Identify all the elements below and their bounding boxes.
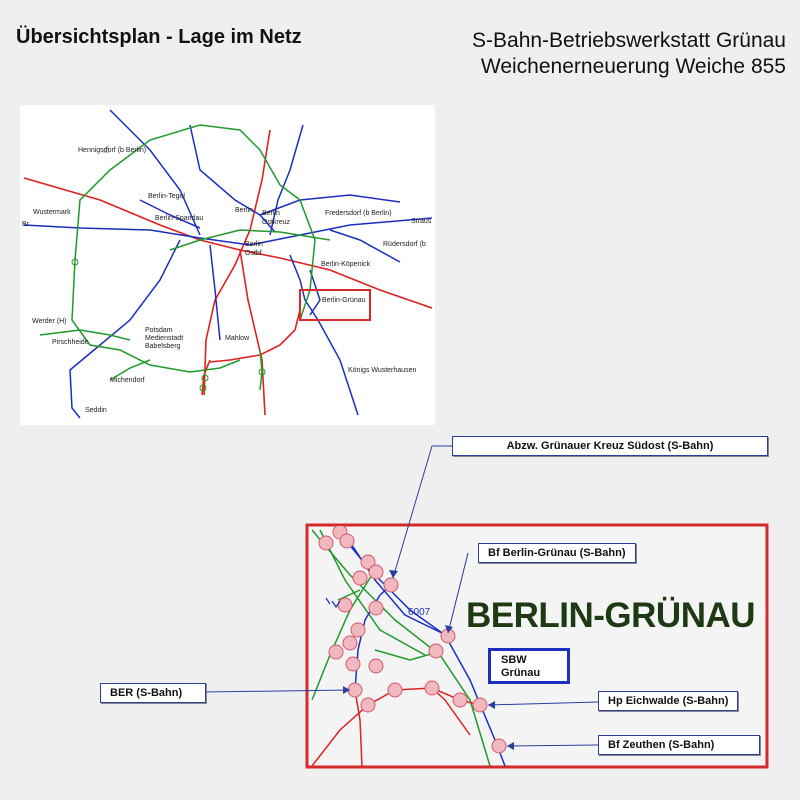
green-track-lines bbox=[39, 124, 331, 391]
callout-leaders bbox=[204, 445, 599, 747]
callout-abzw-gruenauer-kreuz: Abzw. Grünauer Kreuz Südost (S-Bahn) bbox=[452, 436, 768, 456]
callout-arrowheads bbox=[343, 570, 514, 750]
label-berlin-gruenau: Berlin-Grünau bbox=[322, 297, 366, 304]
project-title-line1: S-Bahn-Betriebswerkstatt Grünau bbox=[472, 29, 786, 52]
label-berlin-ostbf-1: Berlin bbox=[245, 241, 263, 248]
label-koenigs-wusterhausen: Königs Wusterhausen bbox=[348, 367, 416, 374]
label-edge-west: Br bbox=[22, 221, 30, 228]
label-strausberg: Straus bbox=[411, 218, 432, 225]
label-berlin-ostbf-2: Ostbf bbox=[245, 250, 262, 257]
label-fredersdorf: Fredersdorf (b Berlin) bbox=[325, 210, 392, 217]
label-ostkreuz: Ostkreuz bbox=[262, 219, 291, 226]
label-werder: Werder (H) bbox=[32, 318, 66, 325]
label-potsdam-3: Babelsberg bbox=[145, 343, 181, 350]
label-michendorf: Michendorf bbox=[110, 377, 145, 384]
overview-map-background bbox=[20, 105, 435, 425]
label-seddin: Seddin bbox=[85, 407, 107, 414]
label-pirschheide: Pirschheide bbox=[52, 339, 89, 346]
detail-map-frame bbox=[305, 523, 769, 769]
detail-map-title: BERLIN-GRÜNAU bbox=[466, 596, 756, 635]
label-hennigsdorf: Hennigsdorf (b Berlin) bbox=[78, 147, 146, 154]
station-markers bbox=[71, 258, 266, 392]
label-berlin-center: Berlin bbox=[262, 210, 280, 217]
track-number-label: 6007 bbox=[408, 607, 431, 618]
sbw-box-line2: Grünau bbox=[501, 667, 541, 679]
callout-bf-berlin-gruenau: Bf Berlin-Grünau (S-Bahn) bbox=[478, 543, 636, 563]
label-wustermark: Wustermark bbox=[33, 209, 71, 216]
hand-cursor-icon: ☝ bbox=[103, 144, 110, 156]
project-title: S-Bahn-Betriebswerkstatt Grünau Weichene… bbox=[472, 28, 786, 80]
sbw-gruenau-box: SBW Grünau bbox=[488, 648, 570, 684]
blue-track-lines bbox=[23, 109, 433, 419]
gruenau-highlight-box bbox=[299, 289, 371, 321]
callout-bf-zeuthen: Bf Zeuthen (S-Bahn) bbox=[598, 735, 760, 755]
label-berlin-koepenick: Berlin-Köpenick bbox=[321, 261, 371, 268]
label-berlin-tegel: Berlin-Tegel bbox=[148, 193, 185, 200]
callout-hp-eichwalde: Hp Eichwalde (S-Bahn) bbox=[598, 691, 739, 711]
sbw-box-line1: SBW bbox=[501, 654, 527, 666]
project-title-line2: Weichenerneuerung Weiche 855 bbox=[480, 55, 786, 78]
label-mahlow: Mahlow bbox=[225, 335, 250, 342]
label-berlin-spandau: Berlin-Spandau bbox=[155, 215, 203, 222]
page-title: Übersichtsplan - Lage im Netz bbox=[16, 26, 302, 48]
callout-ber: BER (S-Bahn) bbox=[100, 683, 206, 703]
label-berlin: Berlin bbox=[235, 207, 253, 214]
label-potsdam-1: Potsdam bbox=[145, 327, 173, 334]
label-ruedersdorf: Rüdersdorf (b bbox=[383, 241, 426, 248]
label-potsdam-2: Medienstadt bbox=[145, 335, 183, 342]
